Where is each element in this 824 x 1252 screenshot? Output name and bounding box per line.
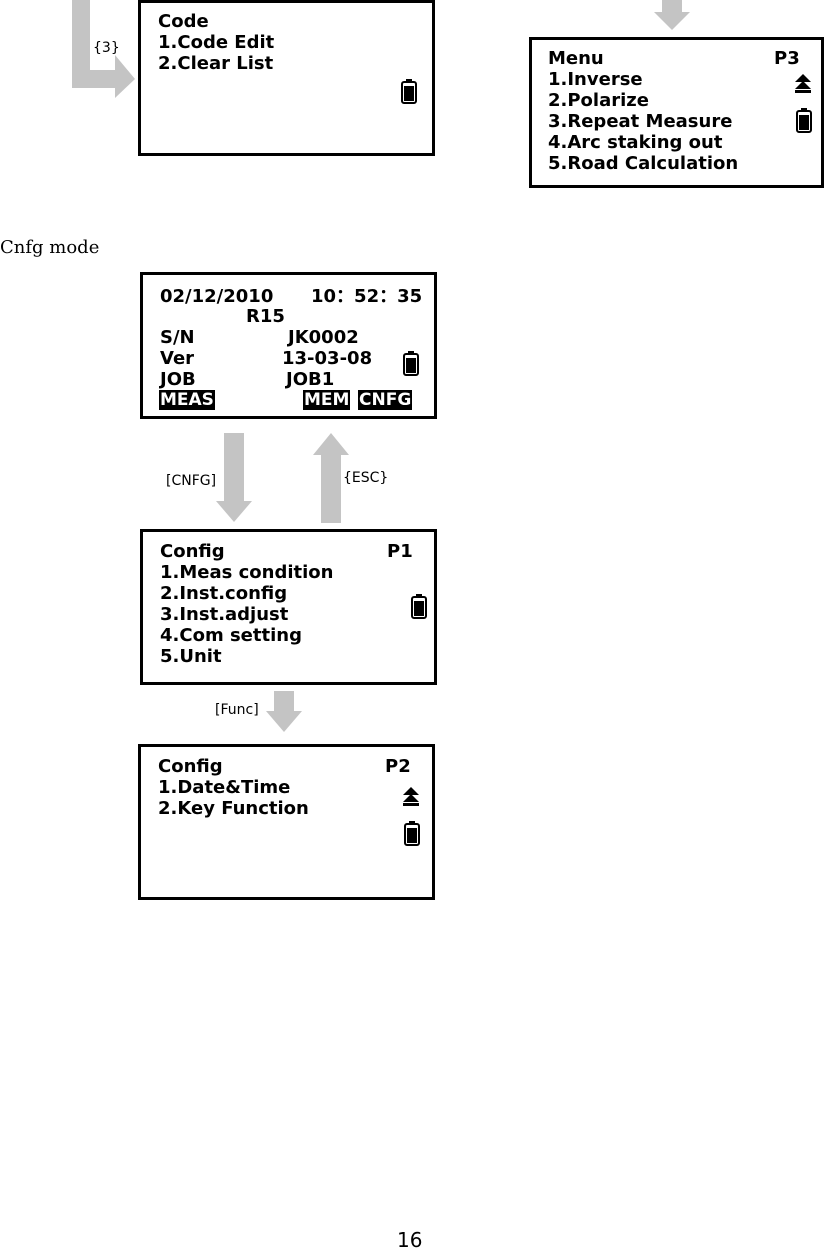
ver-value: 13-03-08 [282, 348, 373, 369]
arrow-label-3: {3} [93, 40, 120, 56]
section-heading: Cnfg mode [0, 237, 100, 258]
up-arrow-esc [313, 433, 349, 523]
down-arrow-func [266, 691, 302, 732]
ver-label: Ver [160, 348, 195, 369]
page-up-down-icon [402, 787, 420, 807]
menu-item-meas-condition[interactable]: 1.Meas condition [160, 562, 334, 583]
status-screen: 02/12/2010 10：52：35 R15 S/N JK0002 Ver 1… [140, 272, 437, 419]
battery-icon [796, 108, 812, 133]
menu-p3-screen: Menu P3 1.Inverse 2.Polarize 3.Repeat Me… [529, 37, 824, 188]
menu-item-inst-config[interactable]: 2.Inst.config [160, 583, 288, 604]
arrow-label-esc: {ESC} [343, 470, 389, 486]
code-screen: Code 1.Code Edit 2.Clear List [138, 0, 435, 156]
menu-item-arc-staking-out[interactable]: 4.Arc staking out [548, 132, 723, 153]
branch-arrow-3 [72, 0, 135, 98]
date-readout: 02/12/2010 [160, 286, 274, 307]
config-p2-screen: Config P2 1.Date&Time 2.Key Function [138, 744, 435, 900]
down-arrow-menu [654, 0, 690, 30]
config-p1-screen: Config P1 1.Meas condition 2.Inst.config… [140, 529, 437, 685]
screen-title: Menu [548, 48, 604, 69]
battery-icon [401, 79, 417, 104]
menu-item-com-setting[interactable]: 4.Com setting [160, 625, 302, 646]
softkey-mem[interactable]: MEM [303, 390, 351, 410]
page-indicator: P1 [387, 541, 413, 562]
battery-icon [404, 821, 420, 846]
page-indicator: P2 [385, 756, 411, 777]
menu-item-polarize[interactable]: 2.Polarize [548, 90, 649, 111]
screen-title: Config [158, 756, 223, 777]
menu-item-repeat-measure[interactable]: 3.Repeat Measure [548, 111, 733, 132]
menu-item-inst-adjust[interactable]: 3.Inst.adjust [160, 604, 289, 625]
sn-label: S/N [160, 327, 195, 348]
page-indicator: P3 [774, 48, 800, 69]
menu-item-code-edit[interactable]: 1.Code Edit [158, 32, 275, 53]
menu-item-road-calculation[interactable]: 5.Road Calculation [548, 153, 739, 174]
menu-item-key-function[interactable]: 2.Key Function [158, 798, 309, 819]
down-arrow-cnfg [216, 433, 252, 522]
menu-item-clear-list[interactable]: 2.Clear List [158, 53, 274, 74]
menu-item-inverse[interactable]: 1.Inverse [548, 69, 643, 90]
screen-title: Config [160, 541, 225, 562]
screen-title: Code [158, 11, 209, 32]
softkey-cnfg[interactable]: CNFG [358, 390, 413, 410]
job-value: JOB1 [286, 369, 335, 390]
menu-item-unit[interactable]: 5.Unit [160, 646, 222, 667]
battery-icon [411, 594, 427, 619]
page-up-down-icon [794, 74, 812, 94]
model-readout: R15 [246, 306, 285, 327]
sn-value: JK0002 [288, 327, 359, 348]
arrow-label-func: [Func] [215, 702, 259, 718]
time-readout: 10：52：35 [311, 286, 423, 307]
arrow-label-cnfg: [CNFG] [166, 473, 217, 489]
menu-item-date-time[interactable]: 1.Date&Time [158, 777, 291, 798]
job-label: JOB [160, 369, 196, 390]
battery-icon [403, 351, 419, 376]
page-number: 16 [397, 1228, 423, 1252]
softkey-meas[interactable]: MEAS [159, 390, 215, 410]
